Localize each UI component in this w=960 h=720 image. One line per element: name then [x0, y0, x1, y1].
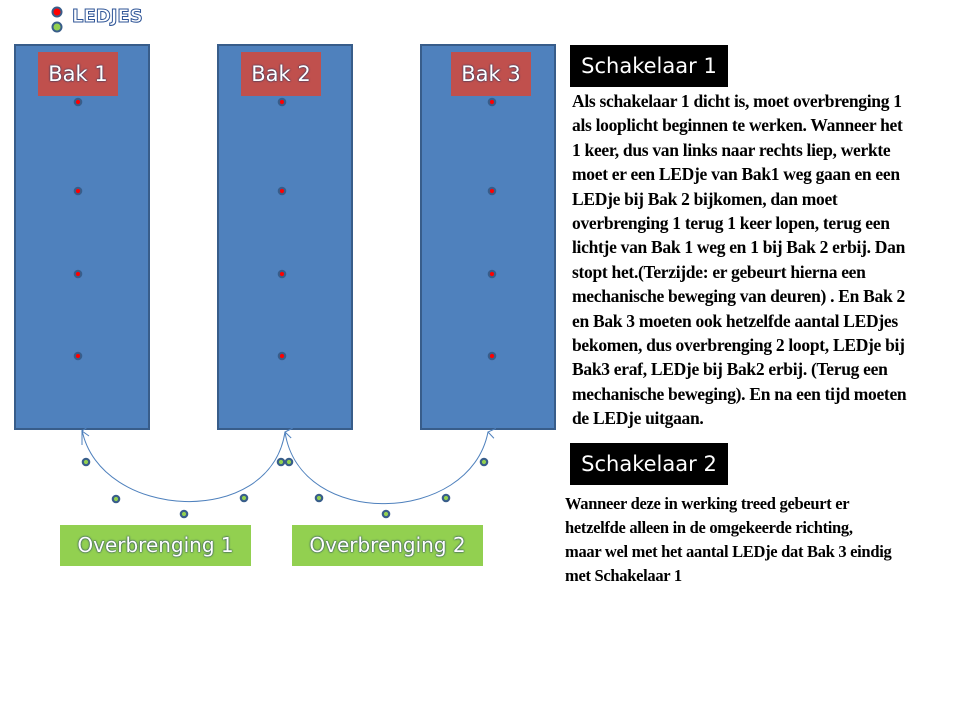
description-line: met Schakelaar 1 — [565, 566, 682, 585]
bak-3 — [420, 44, 556, 430]
led-red-icon — [487, 97, 497, 107]
bak-1-label: Bak 1 — [38, 52, 118, 96]
arc-overbrenging-2 — [284, 427, 497, 505]
led-green-icon — [441, 493, 451, 503]
description-line: stopt het.(Terzijde: er gebeurt hierna e… — [572, 261, 866, 282]
led-red-icon — [277, 186, 287, 196]
schakelaar-1-description: Als schakelaar 1 dicht is, moet overbren… — [572, 89, 907, 430]
led-off-icon — [51, 21, 63, 33]
legend-label: LEDJES — [72, 6, 144, 28]
led-red-icon — [277, 351, 287, 361]
bak-2-label: Bak 2 — [241, 52, 321, 96]
led-red-icon — [277, 269, 287, 279]
led-green-icon — [81, 457, 91, 467]
led-green-icon — [111, 494, 121, 504]
led-green-icon — [239, 493, 249, 503]
led-red-icon — [73, 351, 83, 361]
description-line: LEDje bij Bak 2 bijkomen, dan moet — [572, 188, 838, 209]
led-green-icon — [381, 509, 391, 519]
description-line: Wanneer deze in werking treed gebeurt er — [565, 494, 850, 513]
schakelaar-2-description: Wanneer deze in werking treed gebeurt er… — [565, 492, 892, 588]
led-red-icon — [73, 186, 83, 196]
description-line: overbrenging 1 terug 1 keer lopen, terug… — [572, 212, 890, 233]
description-line: maar wel met het aantal LEDje dat Bak 3 … — [565, 542, 892, 561]
led-red-icon — [487, 269, 497, 279]
schakelaar-2-title: Schakelaar 2 — [570, 443, 728, 485]
bak-3-label: Bak 3 — [451, 52, 531, 96]
description-line: bekomen, dus overbrenging 2 loopt, LEDje… — [572, 334, 905, 355]
bak-1 — [14, 44, 150, 430]
arc-overbrenging-1 — [81, 427, 293, 502]
led-red-icon — [73, 269, 83, 279]
overbrenging-2-label: Overbrenging 2 — [292, 525, 483, 566]
description-line: hetzelfde alleen in de omgekeerde richti… — [565, 518, 853, 537]
led-on-icon — [51, 6, 63, 18]
description-line: als looplicht beginnen te werken. Wannee… — [572, 115, 903, 136]
led-red-icon — [487, 351, 497, 361]
led-green-icon — [179, 509, 189, 519]
description-line: mechanische beweging). En na een tijd mo… — [572, 383, 907, 404]
description-line: lichtje van Bak 1 weg en 1 bij Bak 2 erb… — [572, 237, 905, 258]
description-line: en Bak 3 moeten ook hetzelfde aantal LED… — [572, 310, 898, 331]
led-green-icon — [284, 457, 294, 467]
led-green-icon — [276, 457, 286, 467]
description-line: 1 keer, dus van links naar rechts liep, … — [572, 139, 891, 160]
led-red-icon — [487, 186, 497, 196]
led-green-icon — [479, 457, 489, 467]
description-line: de LEDje uitgaan. — [572, 408, 704, 429]
description-line: Bak3 eraf, LEDje bij Bak2 erbij. (Terug … — [572, 359, 888, 380]
bak-2 — [217, 44, 353, 430]
led-green-icon — [314, 493, 324, 503]
legend-led-icons — [51, 6, 63, 33]
led-red-icon — [73, 97, 83, 107]
description-line: Als schakelaar 1 dicht is, moet overbren… — [572, 91, 902, 111]
overbrenging-1-label: Overbrenging 1 — [60, 525, 251, 566]
description-line: mechanische beweging van deuren) . En Ba… — [572, 286, 905, 307]
description-line: moet er een LEDje van Bak1 weg gaan en e… — [572, 164, 900, 185]
led-red-icon — [277, 97, 287, 107]
schakelaar-1-title: Schakelaar 1 — [570, 45, 728, 87]
